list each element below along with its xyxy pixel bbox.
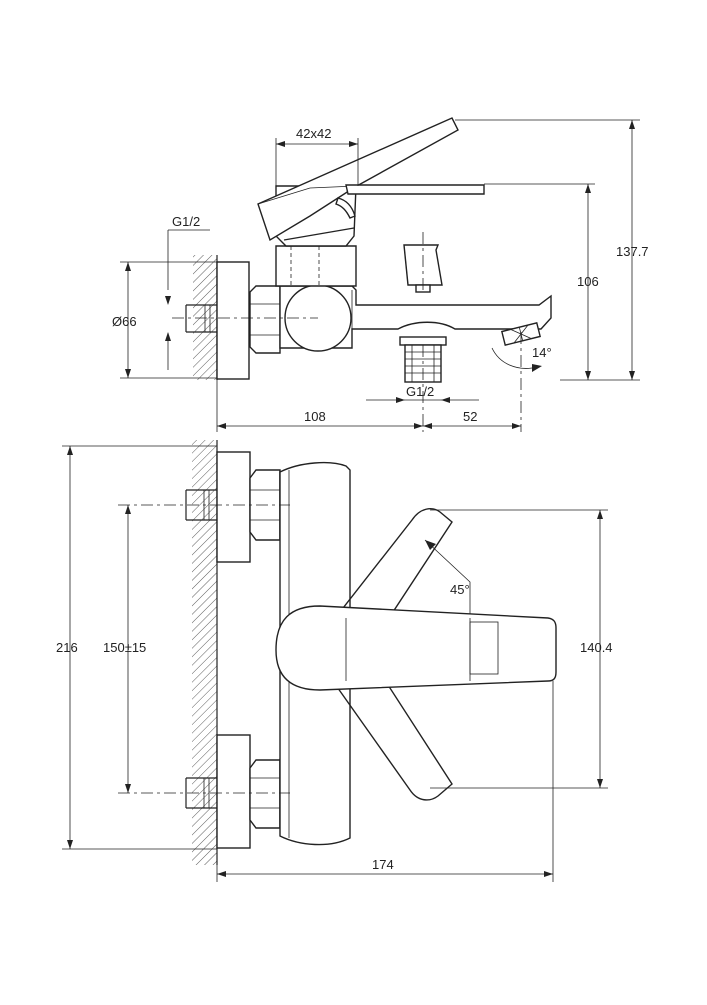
dim-height-spout: 106 (577, 274, 599, 289)
dim-handle-size: 42x42 (296, 126, 331, 141)
dim-tilt-angle: 14° (532, 345, 552, 360)
dim-outlet-thread: G1/2 (406, 384, 434, 399)
dim-overall-width: 174 (372, 857, 394, 872)
dim-depth-to-outlet: 108 (304, 409, 326, 424)
side-dimensions: 42x42 G1/2 Ø66 137.7 106 G1/2 108 52 (112, 119, 649, 432)
front-view (185, 440, 557, 865)
dim-height-overall: 137.7 (616, 244, 649, 259)
front-dimensions: 216 150±15 140.4 45° 174 (56, 445, 613, 882)
dim-handle-span: 140.4 (580, 640, 613, 655)
dim-inlet-spacing: 150±15 (103, 640, 146, 655)
dim-outlet-offset: 52 (463, 409, 477, 424)
side-view (172, 117, 552, 432)
dim-inlet-thread-top: G1/2 (172, 214, 200, 229)
dim-overall-height-front: 216 (56, 640, 78, 655)
dim-diameter: Ø66 (112, 314, 137, 329)
dim-handle-rotation: 45° (450, 582, 470, 597)
front-wall-hatch (192, 440, 217, 865)
